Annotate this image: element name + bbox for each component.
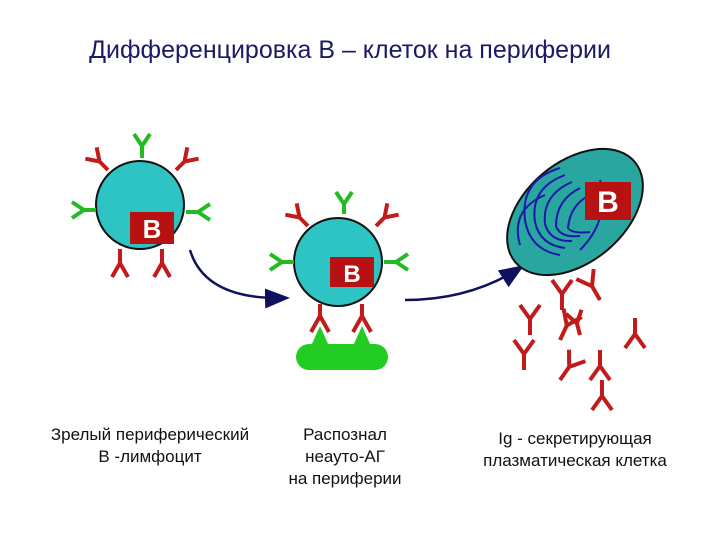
nucleus-label-box xyxy=(330,257,374,287)
receptor-icon xyxy=(152,249,172,278)
receptor-icon xyxy=(351,304,373,333)
receptor-icon xyxy=(334,190,354,214)
antibody-icon xyxy=(588,350,612,382)
receptor-icon xyxy=(309,304,331,333)
receptor-icon xyxy=(174,146,200,172)
antibody-icon xyxy=(575,268,602,301)
receptor-icon xyxy=(110,249,130,278)
cell-label: B xyxy=(343,261,360,288)
endoplasmic-reticulum xyxy=(516,167,604,256)
mature-b-cell: B xyxy=(70,132,212,278)
nucleus-label-box xyxy=(130,212,174,244)
cell-label: B xyxy=(143,214,162,244)
receptor-icon xyxy=(84,146,110,172)
caption-recognized-antigen: Распознал неауто-АГ на периферии xyxy=(288,425,402,488)
receptor-icon xyxy=(384,252,410,272)
cell-label: B xyxy=(597,186,619,219)
arrow-1 xyxy=(188,249,290,309)
cell-body xyxy=(506,147,644,277)
slide-title: Дифференцировка В – клеток на периферии xyxy=(89,36,611,64)
antigen-epitope xyxy=(353,326,371,346)
antigen-block xyxy=(296,344,388,370)
receptor-icon xyxy=(284,202,310,228)
receptor-icon xyxy=(132,132,152,158)
receptor-icon xyxy=(374,202,400,228)
antibody-icon xyxy=(590,380,614,412)
antibody-icon xyxy=(558,349,587,382)
receptor-icon xyxy=(70,200,96,220)
receptor-icon xyxy=(186,202,212,222)
antibody-icon xyxy=(550,278,574,310)
arrow-2 xyxy=(404,265,525,302)
antibody-icon xyxy=(623,318,647,350)
antigen-epitope xyxy=(311,326,329,346)
nucleus-label-box xyxy=(585,182,631,220)
antibody-icon xyxy=(564,309,584,336)
plasma-cell: B xyxy=(506,147,644,277)
caption-plasma-cell: Ig - секретирующая плазматическая клетка xyxy=(483,429,667,470)
caption-mature-b-cell: Зрелый периферический В -лимфоцит xyxy=(50,425,250,466)
secreted-antibodies xyxy=(512,268,647,412)
antibody-icon xyxy=(512,338,536,370)
receptor-icon xyxy=(268,252,294,272)
antibody-icon xyxy=(518,303,542,335)
activated-b-cell: B xyxy=(268,190,410,370)
